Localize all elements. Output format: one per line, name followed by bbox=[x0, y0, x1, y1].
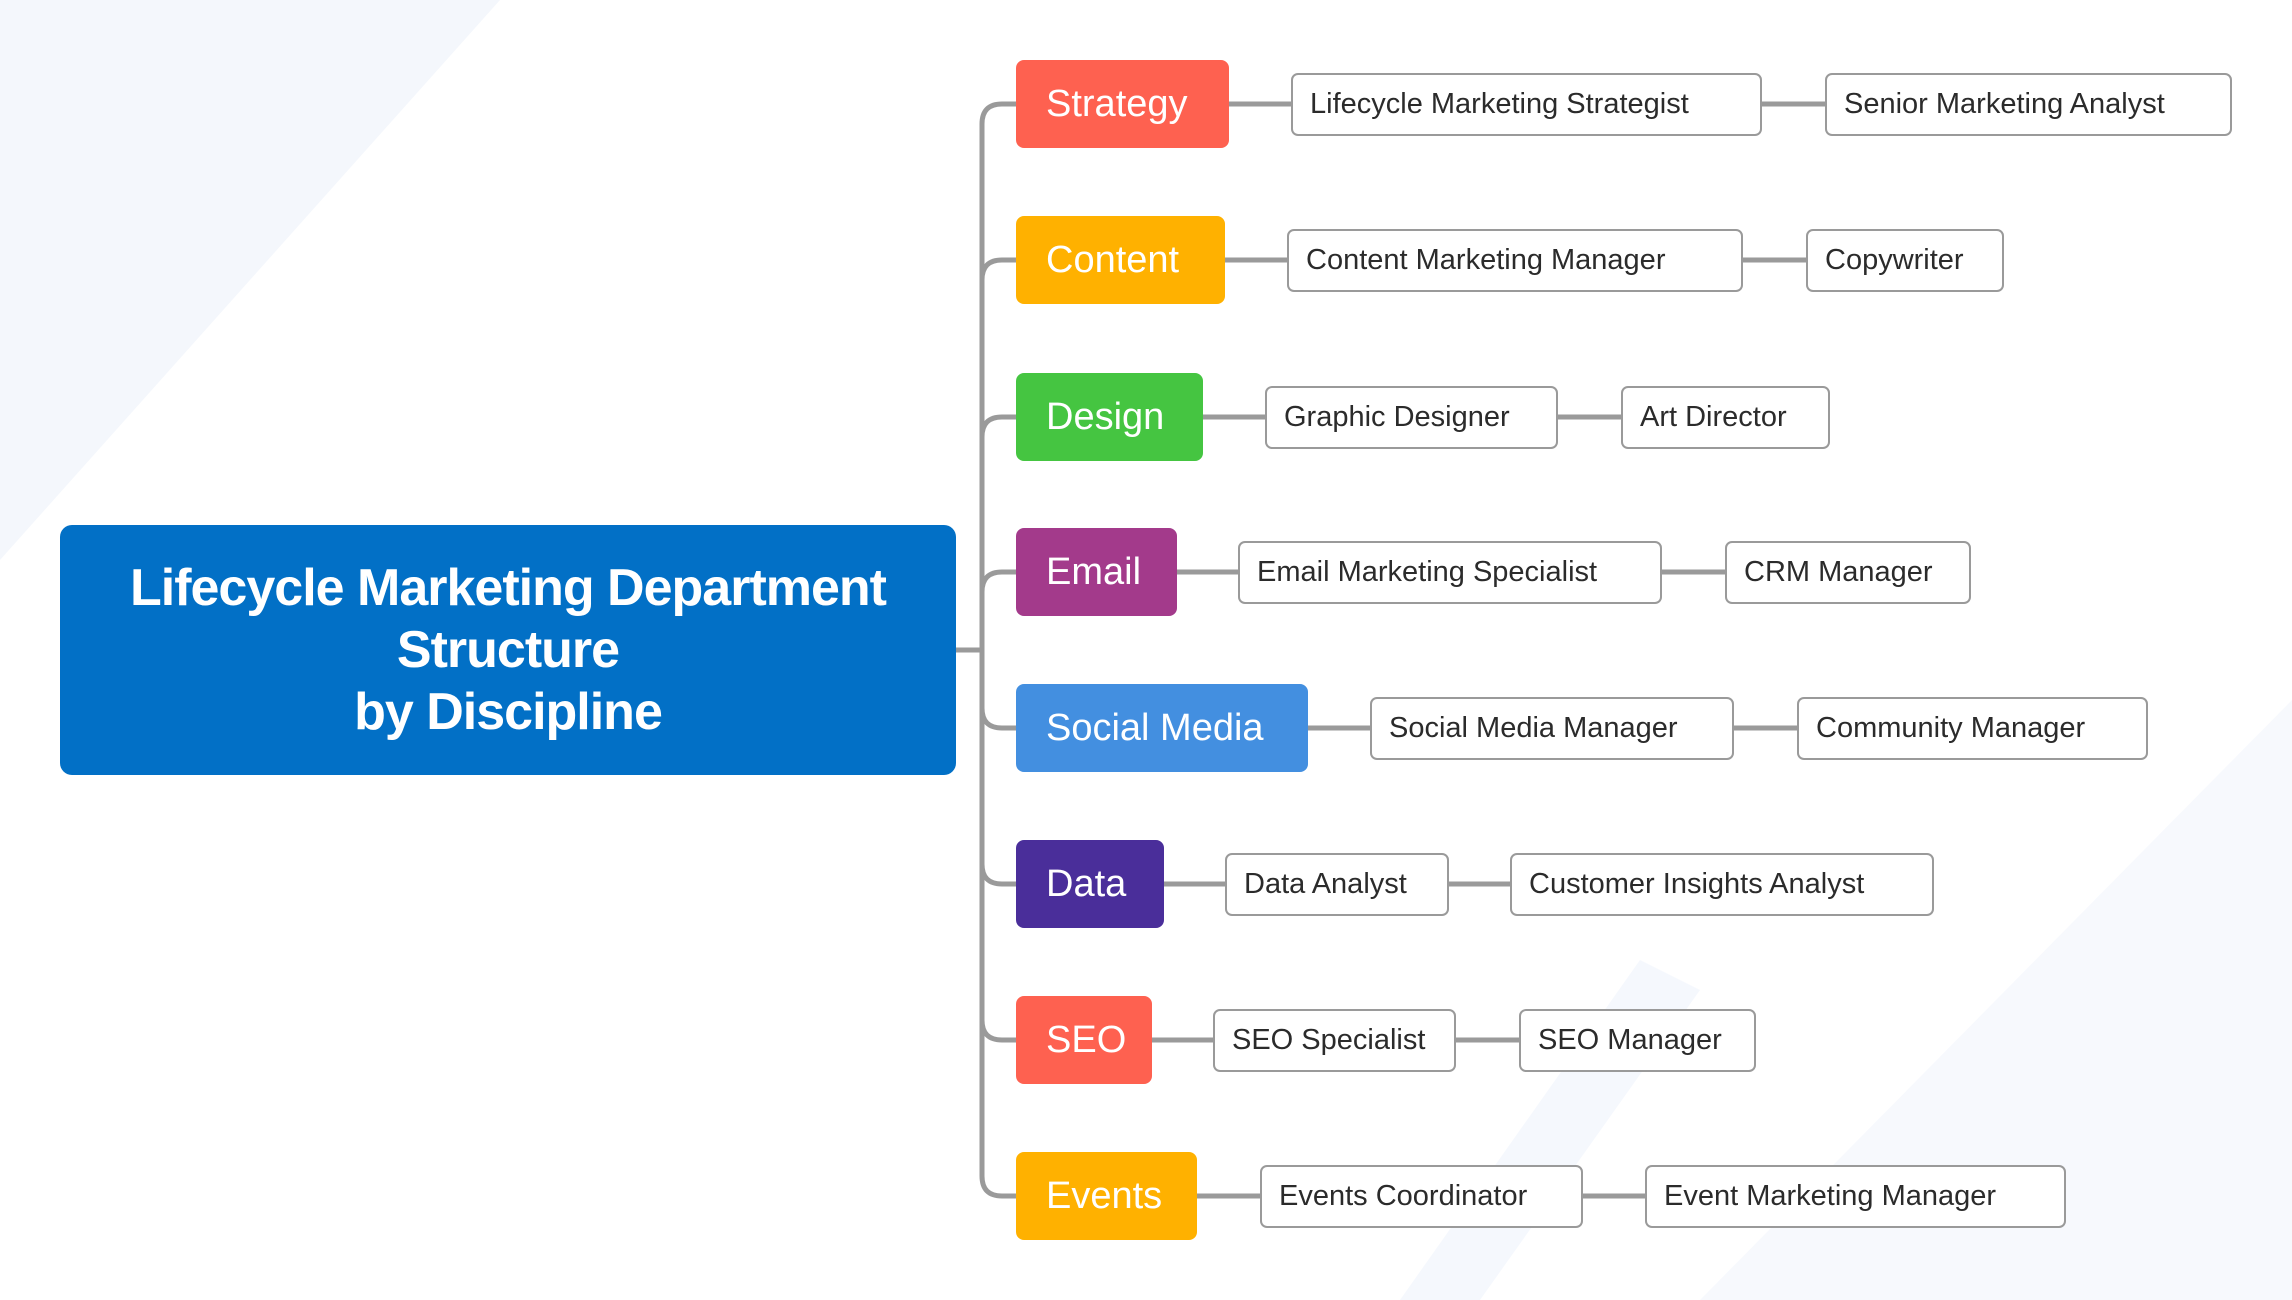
role-node[interactable]: Event Marketing Manager bbox=[1645, 1165, 2066, 1228]
role-node[interactable]: Social Media Manager bbox=[1370, 697, 1734, 760]
branch-connector bbox=[979, 707, 1016, 731]
role-label: Community Manager bbox=[1816, 712, 2086, 744]
root-node[interactable]: Lifecycle Marketing Department Structure… bbox=[60, 525, 956, 775]
branch-label: Data bbox=[1046, 862, 1127, 905]
role-node[interactable]: Art Director bbox=[1621, 386, 1830, 449]
role-label: Copywriter bbox=[1825, 244, 1964, 276]
branch-connector bbox=[979, 569, 1016, 593]
branch-connector bbox=[979, 257, 1016, 281]
role-label: Senior Marketing Analyst bbox=[1844, 88, 2165, 120]
role-label: SEO Specialist bbox=[1232, 1024, 1426, 1056]
branch-connector bbox=[979, 1175, 1016, 1199]
role-node[interactable]: Copywriter bbox=[1806, 229, 2004, 292]
branch-social-media[interactable]: Social Media bbox=[1016, 684, 1308, 772]
root-title-line-2: Structure bbox=[396, 621, 620, 679]
branch-label: Social Media bbox=[1046, 706, 1264, 749]
role-label: Art Director bbox=[1640, 401, 1787, 433]
branch-design[interactable]: Design bbox=[1016, 373, 1203, 461]
role-node[interactable]: Lifecycle Marketing Strategist bbox=[1291, 73, 1762, 136]
root-title-line-1: Lifecycle Marketing Department bbox=[129, 559, 887, 617]
role-node[interactable]: Email Marketing Specialist bbox=[1238, 541, 1662, 604]
role-node[interactable]: Events Coordinator bbox=[1260, 1165, 1583, 1228]
role-label: Data Analyst bbox=[1244, 868, 1407, 900]
branch-connector bbox=[979, 863, 1016, 887]
role-node[interactable]: Community Manager bbox=[1797, 697, 2148, 760]
branch-label: Design bbox=[1046, 395, 1165, 438]
branch-data[interactable]: Data bbox=[1016, 840, 1164, 928]
branch-connector bbox=[979, 1019, 1016, 1043]
role-label: Graphic Designer bbox=[1284, 401, 1510, 433]
role-node[interactable]: CRM Manager bbox=[1725, 541, 1971, 604]
role-node[interactable]: SEO Manager bbox=[1519, 1009, 1756, 1072]
role-label: Events Coordinator bbox=[1279, 1180, 1528, 1212]
role-label: Customer Insights Analyst bbox=[1529, 868, 1865, 900]
role-node[interactable]: Data Analyst bbox=[1225, 853, 1449, 916]
branch-label: SEO bbox=[1046, 1018, 1127, 1061]
root-title-line-3: by Discipline bbox=[354, 683, 663, 741]
role-label: Social Media Manager bbox=[1389, 712, 1678, 744]
role-node[interactable]: Graphic Designer bbox=[1265, 386, 1558, 449]
branch-content[interactable]: Content bbox=[1016, 216, 1225, 304]
role-label: CRM Manager bbox=[1744, 556, 1933, 588]
branch-strategy[interactable]: Strategy bbox=[1016, 60, 1229, 148]
role-label: SEO Manager bbox=[1538, 1024, 1722, 1056]
branch-label: Strategy bbox=[1046, 82, 1188, 125]
role-label: Email Marketing Specialist bbox=[1257, 556, 1598, 588]
role-node[interactable]: SEO Specialist bbox=[1213, 1009, 1456, 1072]
role-node[interactable]: Content Marketing Manager bbox=[1287, 229, 1743, 292]
branch-label: Content bbox=[1046, 238, 1180, 281]
role-label: Event Marketing Manager bbox=[1664, 1180, 1997, 1212]
branch-label: Events bbox=[1046, 1174, 1163, 1217]
branch-connector bbox=[979, 101, 1016, 125]
role-label: Content Marketing Manager bbox=[1306, 244, 1666, 276]
branch-email[interactable]: Email bbox=[1016, 528, 1177, 616]
branch-events[interactable]: Events bbox=[1016, 1152, 1197, 1240]
branch-seo[interactable]: SEO bbox=[1016, 996, 1152, 1084]
role-label: Lifecycle Marketing Strategist bbox=[1310, 88, 1689, 120]
role-node[interactable]: Customer Insights Analyst bbox=[1510, 853, 1934, 916]
branch-connector bbox=[979, 414, 1016, 438]
branch-label: Email bbox=[1046, 550, 1142, 593]
role-node[interactable]: Senior Marketing Analyst bbox=[1825, 73, 2232, 136]
